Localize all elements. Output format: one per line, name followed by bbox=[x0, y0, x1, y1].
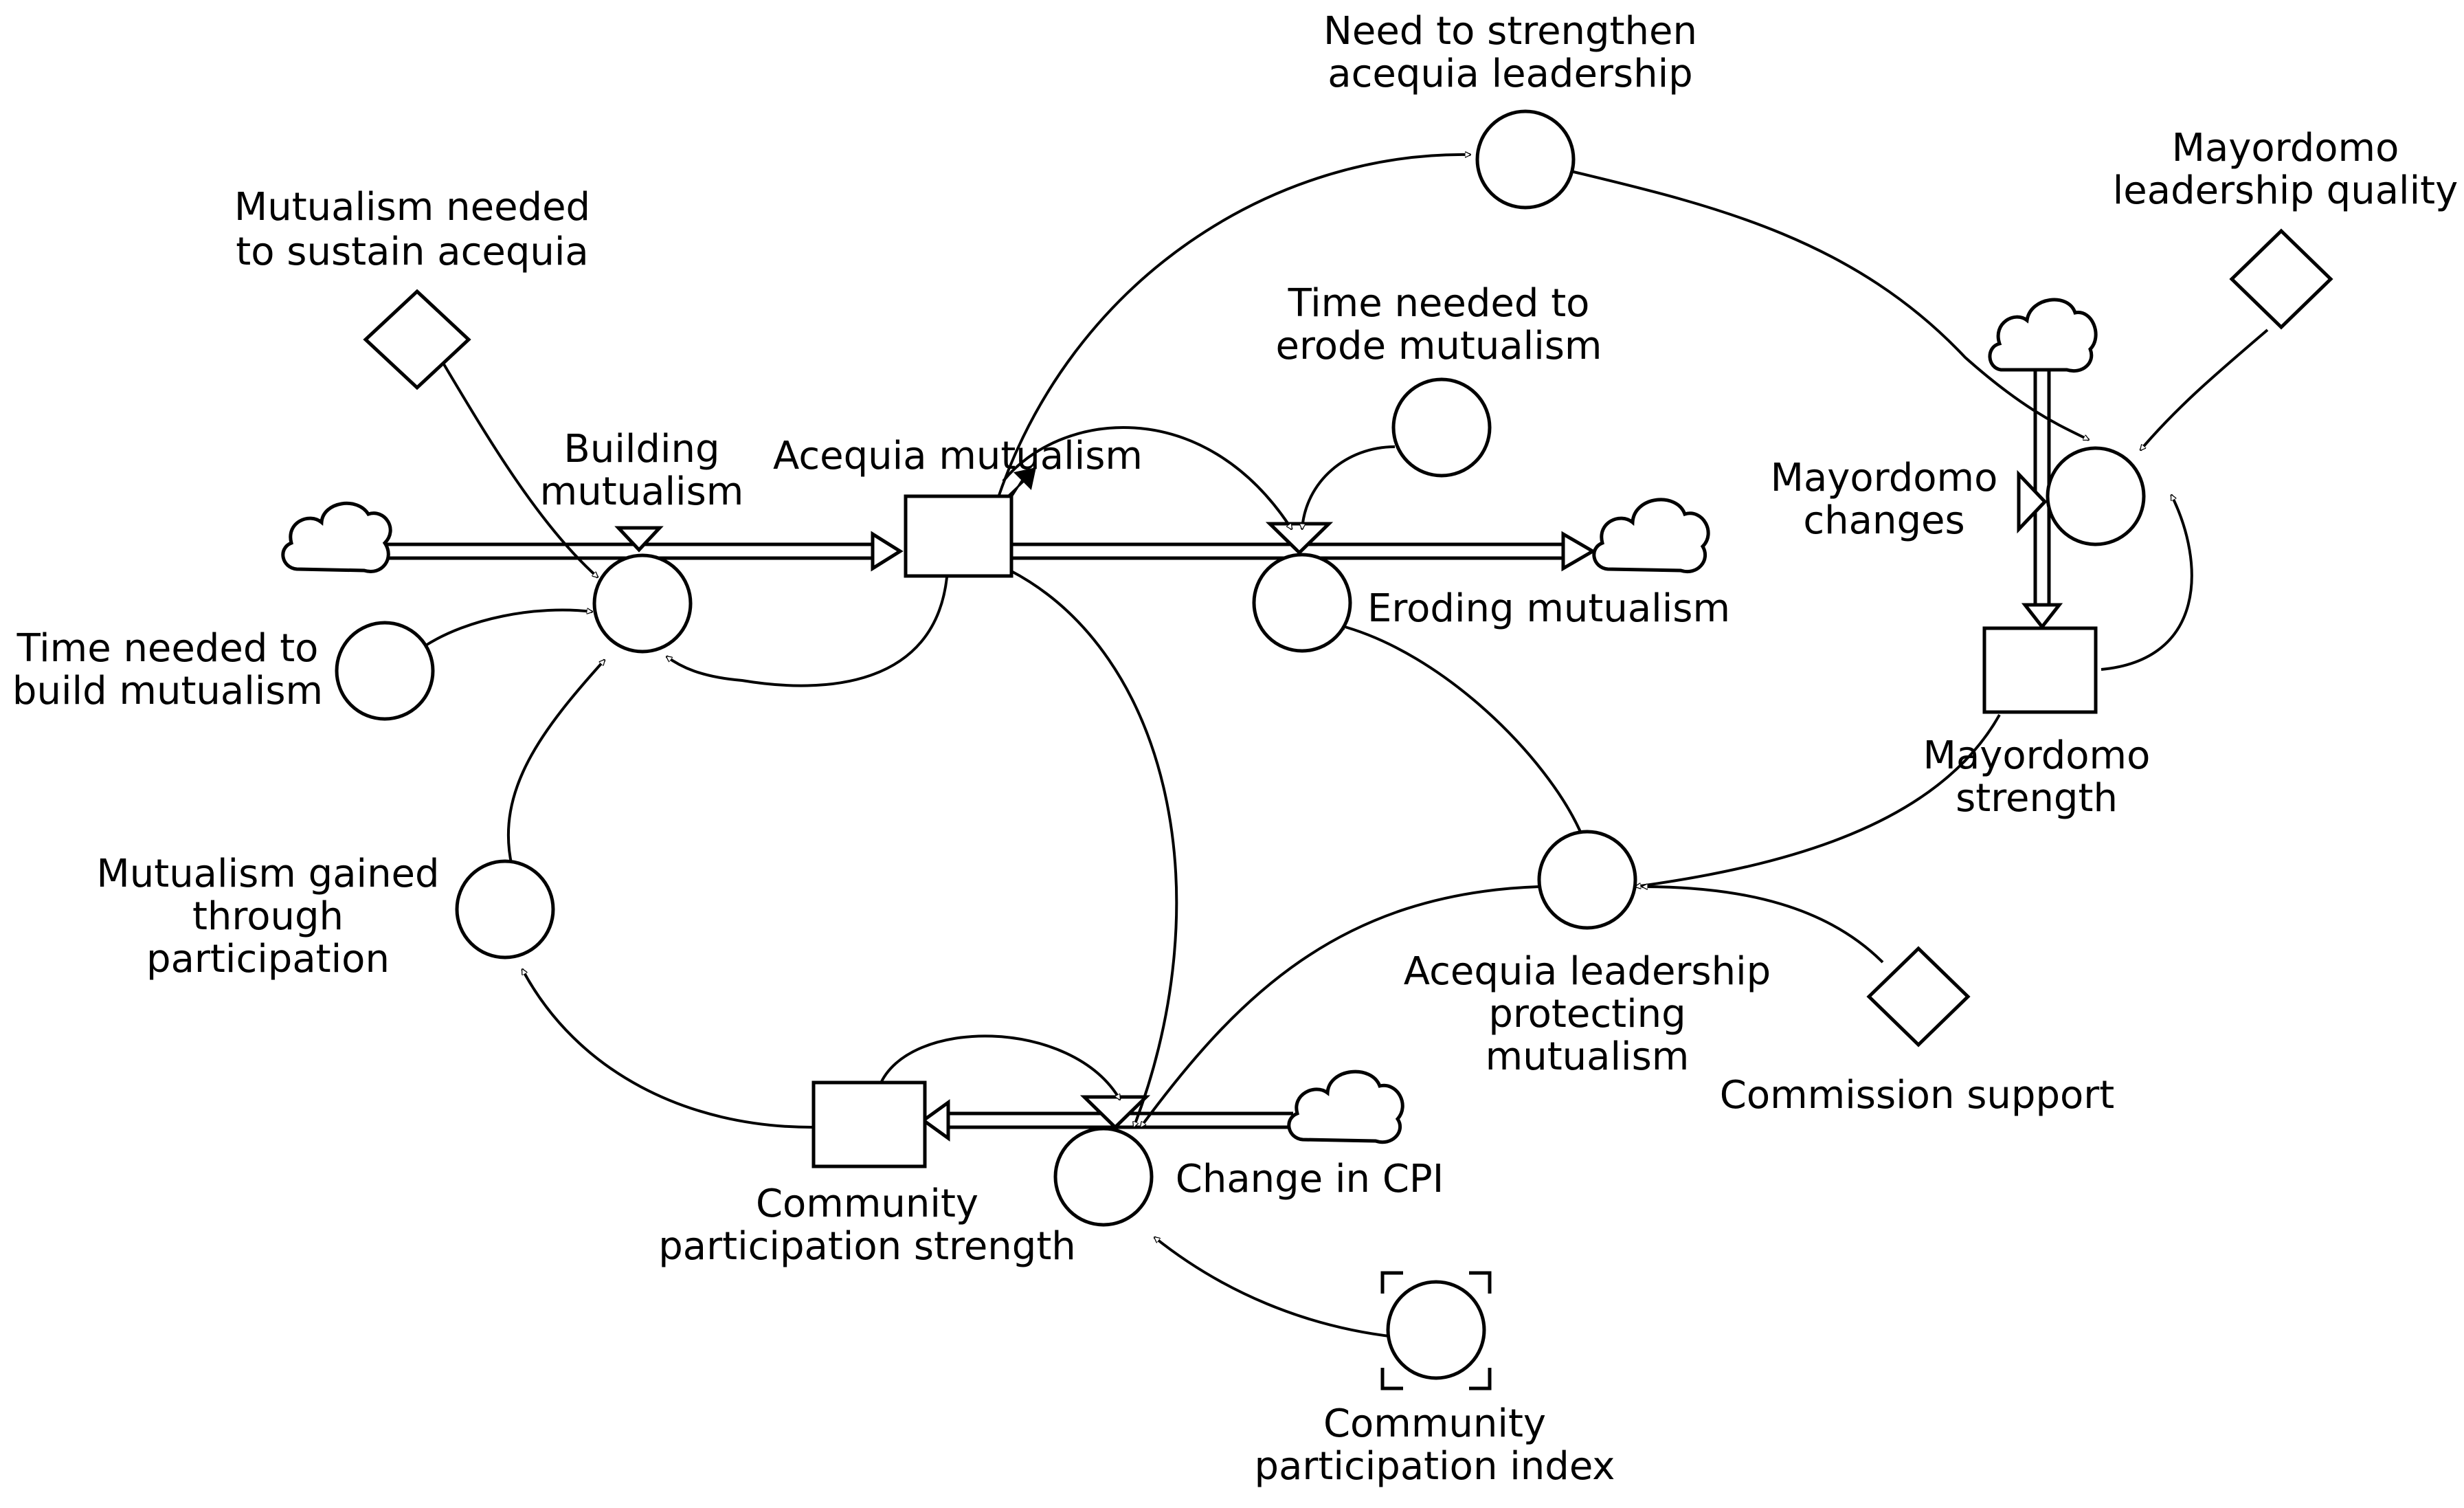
label-eroding: Eroding mutualism bbox=[1367, 586, 1730, 631]
building-valve bbox=[614, 526, 664, 553]
aux-community-participation-index bbox=[1386, 1280, 1486, 1380]
label-gained-1: Mutualism gained bbox=[96, 852, 439, 896]
label-building-2: mutualism bbox=[540, 469, 744, 514]
connectors bbox=[423, 155, 2269, 1338]
aux-change-in-cpi bbox=[1053, 1127, 1154, 1227]
mayordomo-changes-valve bbox=[2017, 469, 2048, 534]
label-participation-strength-1: Community bbox=[756, 1182, 978, 1226]
label-protecting-1: Acequia leadership bbox=[1404, 949, 1771, 994]
label-gained-3: participation bbox=[146, 937, 390, 982]
label-mayordomo-changes-1: Mayordomo bbox=[1771, 456, 1998, 500]
stock-acequia-mutualism bbox=[904, 494, 1013, 578]
label-mayordomo-strength-2: strength bbox=[1956, 776, 2118, 821]
label-time-erode-2: erode mutualism bbox=[1276, 324, 1602, 368]
label-time-build-2: build mutualism bbox=[12, 669, 323, 713]
label-protecting-2: protecting bbox=[1488, 992, 1685, 1036]
eroding-valve bbox=[1265, 522, 1334, 555]
aux-building-mutualism bbox=[592, 553, 693, 654]
cloud-icon-mayordomo-source bbox=[1988, 298, 2098, 373]
label-time-build-1: Time needed to bbox=[16, 626, 319, 671]
label-commission: Commission support bbox=[1720, 1073, 2115, 1118]
label-mayordomo-quality-2: leadership quality bbox=[2113, 168, 2459, 213]
label-protecting-3: mutualism bbox=[1486, 1034, 1690, 1079]
label-mayordomo-quality-1: Mayordomo bbox=[2172, 126, 2399, 170]
aux-gained-through-participation bbox=[455, 859, 555, 960]
aux-mayordomo-changes-target bbox=[2046, 446, 2146, 546]
aux-eroding-mutualism bbox=[1252, 553, 1352, 653]
label-acequia-mutualism: Acequia mutualism bbox=[773, 434, 1143, 478]
building-flow-pipe bbox=[385, 526, 904, 572]
cloud-icon-eroding-sink bbox=[1592, 498, 1710, 574]
aux-time-to-erode bbox=[1391, 377, 1492, 478]
const-mutualism-needed bbox=[363, 289, 471, 390]
cloud-icon-building-source bbox=[281, 501, 392, 573]
label-mutualism-needed-1: Mutualism needed bbox=[234, 185, 590, 230]
aux-need-to-strengthen bbox=[1475, 109, 1576, 210]
label-participation-index-2: participation index bbox=[1255, 1444, 1615, 1489]
label-change-cpi: Change in CPI bbox=[1176, 1157, 1444, 1201]
stock-mayordomo-strength bbox=[1982, 626, 2098, 714]
label-gained-2: through bbox=[192, 894, 344, 939]
aux-time-to-build bbox=[335, 621, 435, 721]
const-commission-support bbox=[1866, 946, 1971, 1047]
label-participation-strength-2: participation strength bbox=[658, 1224, 1076, 1269]
stock-community-participation-strength bbox=[811, 1080, 927, 1168]
label-need-strengthen-2: acequia leadership bbox=[1328, 52, 1692, 96]
label-need-strengthen-1: Need to strengthen bbox=[1323, 9, 1697, 54]
cloud-icon-cpi-source bbox=[1287, 1069, 1404, 1144]
data-input-bracket bbox=[1380, 1271, 1492, 1390]
label-mutualism-needed-2: to sustain acequia bbox=[236, 230, 588, 274]
const-mayordomo-leadership-quality bbox=[2229, 228, 2333, 330]
label-mayordomo-strength-1: Mayordomo bbox=[1923, 733, 2151, 778]
label-time-erode-1: Time needed to bbox=[1288, 281, 1590, 326]
aux-acequia-leadership-protecting bbox=[1537, 830, 1637, 930]
label-building-1: Building bbox=[563, 427, 719, 472]
label-participation-index-1: Community bbox=[1323, 1401, 1546, 1446]
label-mayordomo-changes-2: changes bbox=[1803, 498, 1964, 543]
